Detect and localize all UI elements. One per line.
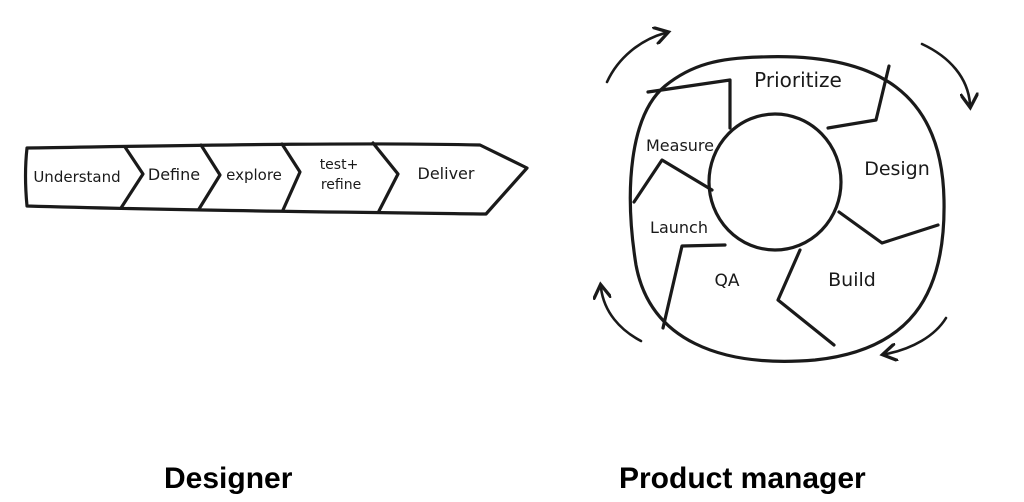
segment-prioritize-label: Prioritize: [754, 68, 842, 92]
divider-prioritize-design: [826, 64, 891, 130]
chevron-divider-4: [371, 141, 400, 213]
step-deliver-label: Deliver: [418, 164, 475, 183]
designer-process: [23, 141, 529, 216]
cycle-inner-circle: [707, 112, 843, 252]
segment-measure-label: Measure: [646, 136, 714, 155]
divider-build-qa: [776, 248, 836, 347]
arrow-top-right-icon: [920, 42, 970, 104]
process-arrow-outline: [23, 142, 529, 216]
segment-qa-label: QA: [714, 271, 739, 291]
divider-launch-measure: [632, 158, 714, 204]
arrow-top-left-icon: [605, 33, 665, 84]
product-manager-caption: Product manager: [619, 462, 866, 495]
cycle-direction-arrows: [601, 33, 970, 354]
cycle-outer-ring: [628, 55, 946, 363]
arrow-bottom-left-icon: [601, 288, 643, 343]
step-test-refine-label-line2: refine: [321, 177, 361, 193]
designer-caption: Designer: [164, 462, 293, 495]
chevron-divider-3: [280, 142, 302, 212]
segment-build-label: Build: [828, 269, 876, 291]
designer-step-labels: Understand Define explore test+ refine D…: [33, 157, 475, 193]
divider-design-build: [837, 210, 940, 245]
divider-measure-prioritize: [646, 78, 732, 130]
step-define-label: Define: [148, 165, 200, 184]
divider-qa-launch: [661, 243, 727, 330]
segment-design-label: Design: [864, 158, 930, 180]
segment-launch-label: Launch: [650, 218, 708, 237]
step-understand-label: Understand: [33, 168, 120, 186]
pm-segment-labels: Prioritize Design Build QA Launch Measur…: [646, 68, 930, 291]
step-test-refine-label: test+: [320, 157, 359, 173]
step-explore-label: explore: [226, 166, 282, 184]
chevron-divider-2: [197, 143, 222, 211]
pm-cycle: [628, 55, 946, 363]
chevron-divider-1: [119, 145, 145, 210]
arrow-bottom-right-icon: [886, 316, 948, 354]
